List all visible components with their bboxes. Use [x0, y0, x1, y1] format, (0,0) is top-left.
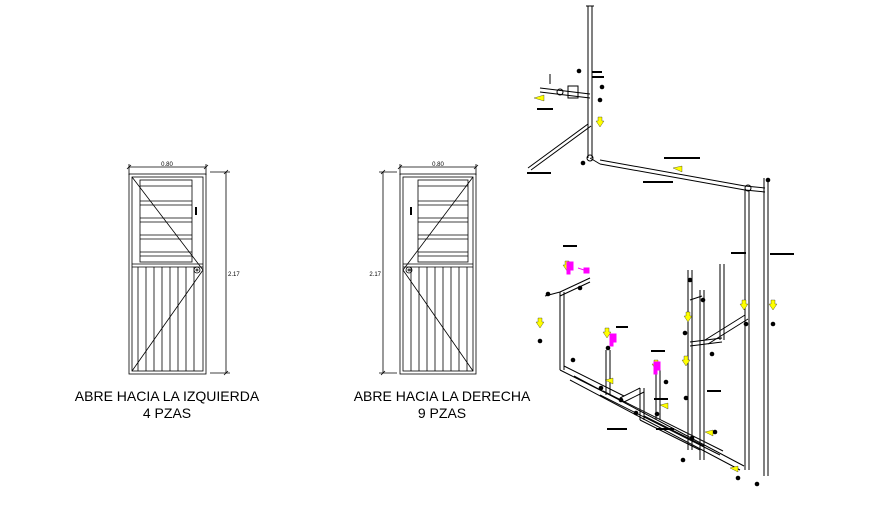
pipe-labels — [527, 71, 794, 430]
door-right-caption-line1: ABRE HACIA LA DERECHA — [353, 388, 531, 404]
pipe-fittings — [537, 68, 776, 487]
fixtures — [566, 261, 661, 375]
door-left — [126, 164, 230, 376]
door-right-caption-line2: 9 PZAS — [417, 405, 467, 421]
door-left-height-label: 2.17 — [228, 272, 240, 278]
door-right-width-label: 0.80 — [432, 162, 444, 168]
door-right-height-label: 2.17 — [369, 272, 381, 278]
door-left-caption-line1: ABRE HACIA LA IZQUIERDA — [74, 388, 260, 404]
door-right — [379, 164, 479, 376]
plumbing-isometric — [527, 5, 769, 476]
flow-arrows — [533, 94, 778, 473]
door-left-caption-line2: 4 PZAS — [142, 405, 192, 421]
door-right-caption: ABRE HACIA LA DERECHA 9 PZAS — [322, 388, 562, 422]
door-left-width-label: 0.80 — [161, 162, 173, 168]
door-left-caption: ABRE HACIA LA IZQUIERDA 4 PZAS — [47, 388, 287, 422]
